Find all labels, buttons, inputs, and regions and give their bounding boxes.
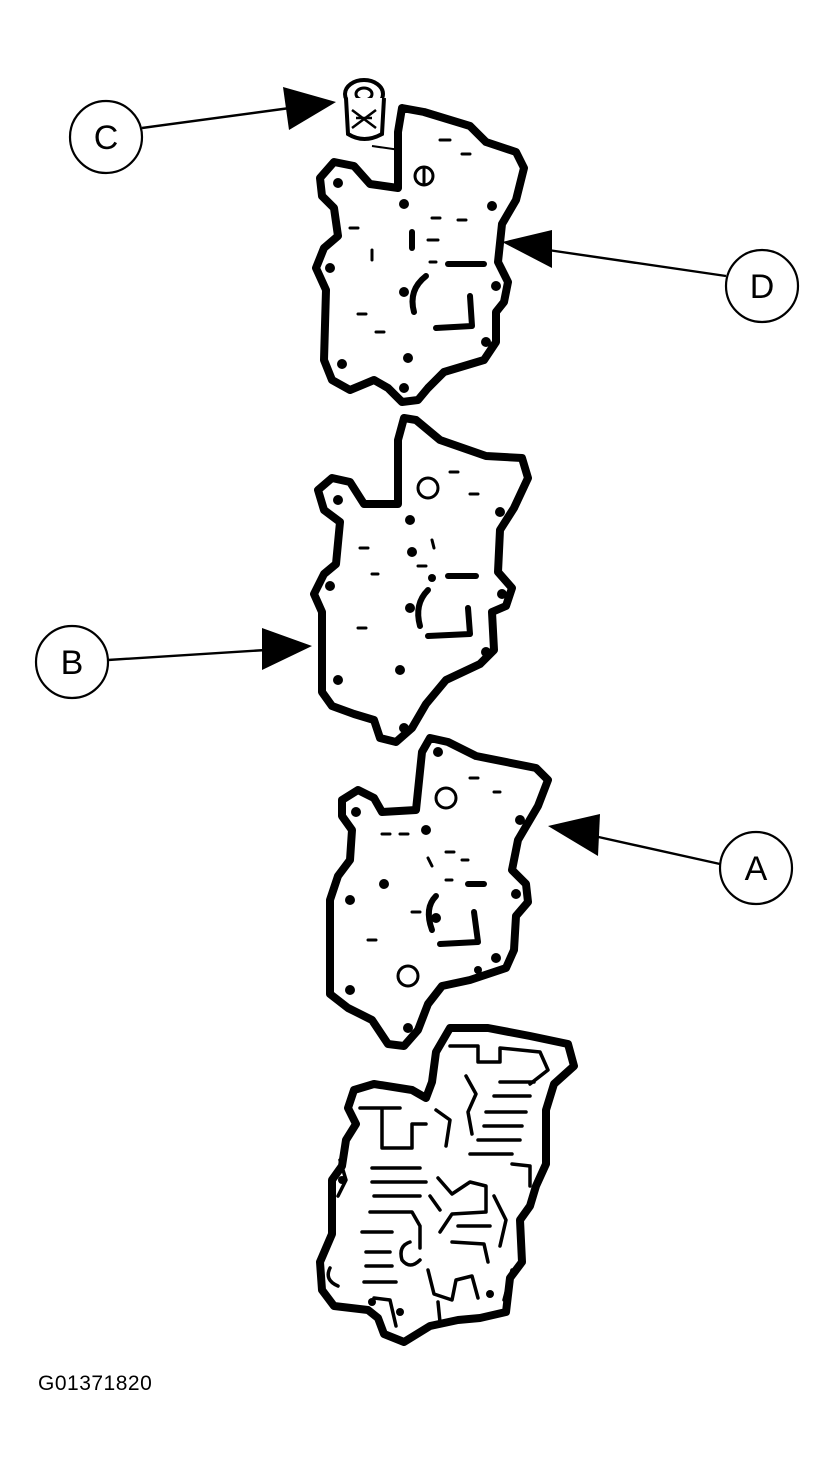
filter-screen	[343, 78, 386, 141]
callout-c: C	[68, 87, 336, 175]
gasket-b	[310, 414, 532, 746]
callout-d: D	[502, 230, 800, 324]
callout-d-arrowhead	[502, 230, 552, 268]
callout-a-circle	[718, 830, 794, 906]
callout-a-arrowhead	[548, 814, 600, 856]
callout-a-label: A	[745, 850, 768, 888]
callout-c-arrowhead	[283, 87, 336, 130]
callout-d-leader	[547, 248, 727, 278]
callout-d-circle	[724, 248, 800, 324]
callout-a: A	[548, 814, 794, 906]
callout-b-leader	[107, 648, 267, 662]
callout-a-leader	[593, 834, 721, 866]
callout-b: B	[34, 624, 312, 700]
callout-d-label: D	[750, 268, 775, 306]
callout-b-circle	[34, 624, 110, 700]
separator-plate-d	[312, 104, 528, 406]
callout-b-label: B	[61, 644, 84, 682]
valve-body	[316, 1024, 578, 1346]
figure-code: G01371820	[38, 1372, 153, 1395]
callout-c-leader	[141, 106, 291, 130]
callout-c-circle	[68, 99, 144, 175]
callout-b-arrowhead	[262, 628, 312, 670]
gasket-a	[326, 734, 552, 1050]
callout-c-label: C	[94, 119, 119, 157]
